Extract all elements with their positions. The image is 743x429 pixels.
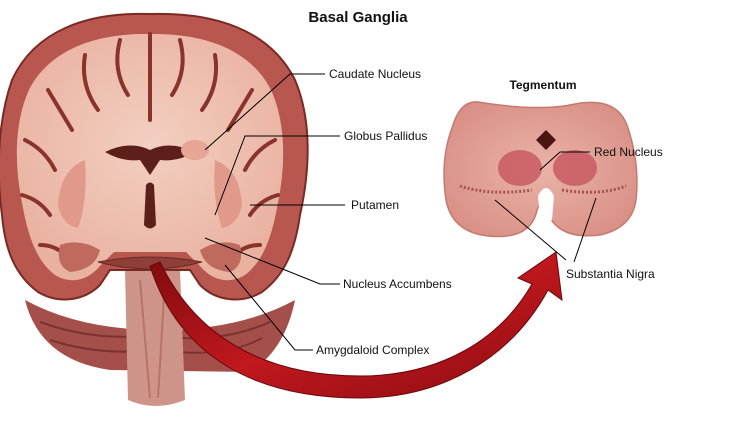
caudate-nucleus-region	[181, 140, 209, 160]
leader-caudate	[204, 73, 325, 151]
label-substantia-nigra: Substantia Nigra	[566, 267, 655, 281]
label-globus-pallidus: Globus Pallidus	[344, 129, 427, 143]
midbrain-cut	[97, 256, 203, 270]
leader-amygdala	[224, 264, 313, 351]
leader-accumbens	[204, 237, 340, 285]
red-nucleus-left	[498, 150, 542, 186]
red-nucleus-right	[553, 150, 597, 186]
third-ventricle	[144, 182, 156, 229]
putamen-region-left	[58, 160, 86, 228]
interpeduncular-notch	[538, 188, 554, 223]
cerebellum-folia	[39, 321, 271, 354]
leader-substantia-left	[494, 199, 567, 261]
label-putamen: Putamen	[351, 198, 399, 212]
tegmentum-title: Tegmentum	[509, 78, 576, 92]
leader-red-nucleus	[539, 151, 590, 171]
label-caudate-nucleus: Caudate Nucleus	[329, 67, 421, 81]
substantia-nigra-left	[459, 184, 533, 194]
gyri-folds	[20, 32, 280, 257]
leader-substantia-right	[573, 197, 597, 263]
brain-coronal-section	[0, 12, 309, 406]
leader-lines	[204, 73, 597, 351]
label-nucleus-accumbens: Nucleus Accumbens	[343, 277, 452, 291]
leader-globus	[214, 135, 340, 216]
aqueduct	[536, 130, 556, 150]
label-red-nucleus: Red Nucleus	[594, 145, 663, 159]
label-amygdaloid-complex: Amygdaloid Complex	[316, 343, 429, 357]
lateral-ventricles	[105, 145, 195, 175]
putamen-region	[214, 160, 242, 228]
diagram-title: Basal Ganglia	[308, 9, 408, 26]
